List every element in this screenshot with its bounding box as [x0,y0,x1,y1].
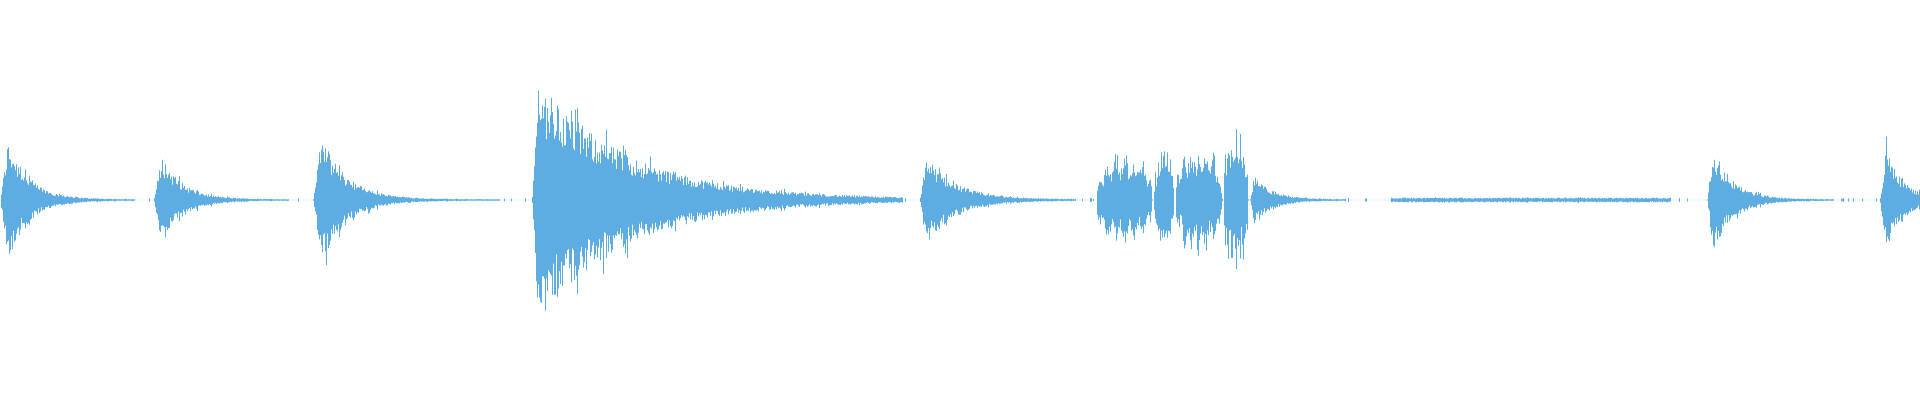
waveform-path [1,90,1920,311]
waveform-trace [0,90,1920,311]
